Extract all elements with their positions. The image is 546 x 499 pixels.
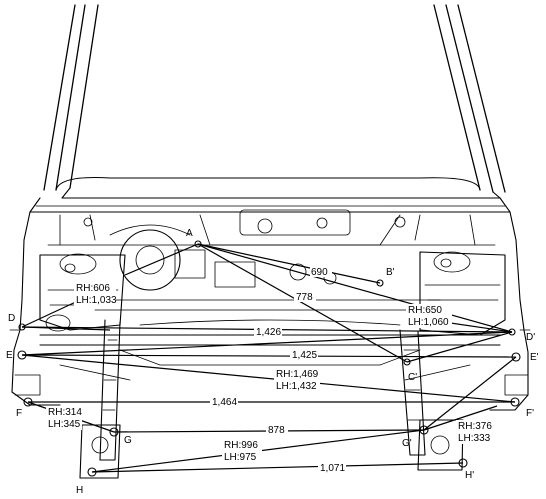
point-label-f: F bbox=[16, 408, 22, 419]
right-apron-outline bbox=[489, 211, 529, 411]
point-label-g: G bbox=[124, 435, 132, 446]
line-d-left bbox=[21, 299, 81, 328]
measurement-lines bbox=[21, 243, 517, 473]
point-label-e: E bbox=[6, 350, 13, 361]
dim-g-h-rh: RH:996 bbox=[224, 440, 258, 451]
point-label-e-prime: E' bbox=[530, 352, 539, 363]
dim-left-rh: RH:606 bbox=[76, 283, 110, 294]
hole-c-prime bbox=[403, 358, 411, 366]
hole-b-prime bbox=[376, 279, 384, 287]
dim-left-lh: LH:1,033 bbox=[76, 295, 117, 306]
dim-h-h: 1,071 bbox=[320, 463, 345, 474]
dim-fr-lh: LH:333 bbox=[458, 433, 491, 444]
line-a-c bbox=[197, 243, 408, 363]
line-e-d-prime bbox=[21, 331, 513, 356]
dim-right-lh: LH:1,060 bbox=[408, 317, 449, 328]
point-label-f-prime: F' bbox=[526, 408, 534, 419]
line-a-b bbox=[197, 243, 381, 284]
line-g-prime-e-prime bbox=[423, 356, 517, 431]
line-c-d-prime bbox=[406, 331, 513, 363]
cowl-top bbox=[61, 187, 501, 199]
left-pillar bbox=[43, 4, 99, 191]
hole-a bbox=[194, 240, 202, 248]
dim-a-c: 778 bbox=[296, 292, 313, 303]
dim-fr-rh: RH:376 bbox=[458, 421, 492, 432]
dim-a-b: 690 bbox=[311, 267, 328, 278]
line-g-prime-f-prime bbox=[423, 405, 498, 431]
dim-e-f-rh: RH:1,469 bbox=[276, 369, 319, 380]
point-labels: A B' C' D D' E E' F F' G G' H H' bbox=[6, 228, 539, 496]
dim-d-e-cross: 1,426 bbox=[256, 327, 281, 338]
dim-f-g-rh: RH:314 bbox=[48, 407, 82, 418]
windshield-base bbox=[55, 176, 481, 191]
point-label-c-prime: C' bbox=[408, 372, 417, 383]
left-side-member bbox=[99, 319, 121, 461]
point-label-h-prime: H' bbox=[465, 470, 474, 481]
line-a-d-prime bbox=[197, 243, 513, 333]
dim-f-g-lh: LH:345 bbox=[48, 419, 81, 430]
dim-right-rh: RH:650 bbox=[408, 305, 442, 316]
point-label-a: A bbox=[186, 228, 193, 239]
left-lower-bracket bbox=[79, 424, 121, 479]
point-label-g-prime: G' bbox=[402, 438, 412, 449]
dim-g-h-lh: LH:975 bbox=[224, 452, 257, 463]
line-a-left bbox=[124, 243, 199, 276]
body-outline bbox=[9, 4, 531, 479]
bulkhead-recess bbox=[239, 209, 351, 236]
point-label-d: D bbox=[8, 313, 15, 324]
point-label-h: H bbox=[76, 485, 83, 496]
brake-booster bbox=[119, 229, 181, 291]
point-label-d-prime: D' bbox=[526, 332, 535, 343]
right-lower-bracket bbox=[417, 419, 464, 471]
line-e-e-prime bbox=[21, 354, 517, 358]
right-pillar bbox=[433, 4, 506, 193]
left-apron-outline bbox=[11, 211, 61, 406]
dim-g-g: 878 bbox=[268, 425, 285, 436]
dimension-labels: 690 778 RH:606 LH:1,033 RH:650 LH:1,060 … bbox=[46, 266, 494, 474]
dim-f-f: 1,464 bbox=[212, 397, 237, 408]
cowl-panel bbox=[29, 197, 511, 213]
line-h-h-prime bbox=[91, 462, 464, 473]
dim-e-f-lh: LH:1,432 bbox=[276, 381, 317, 392]
dim-e-e: 1,425 bbox=[292, 350, 317, 361]
point-label-b-prime: B' bbox=[386, 267, 395, 278]
line-e-f-prime bbox=[21, 354, 516, 403]
